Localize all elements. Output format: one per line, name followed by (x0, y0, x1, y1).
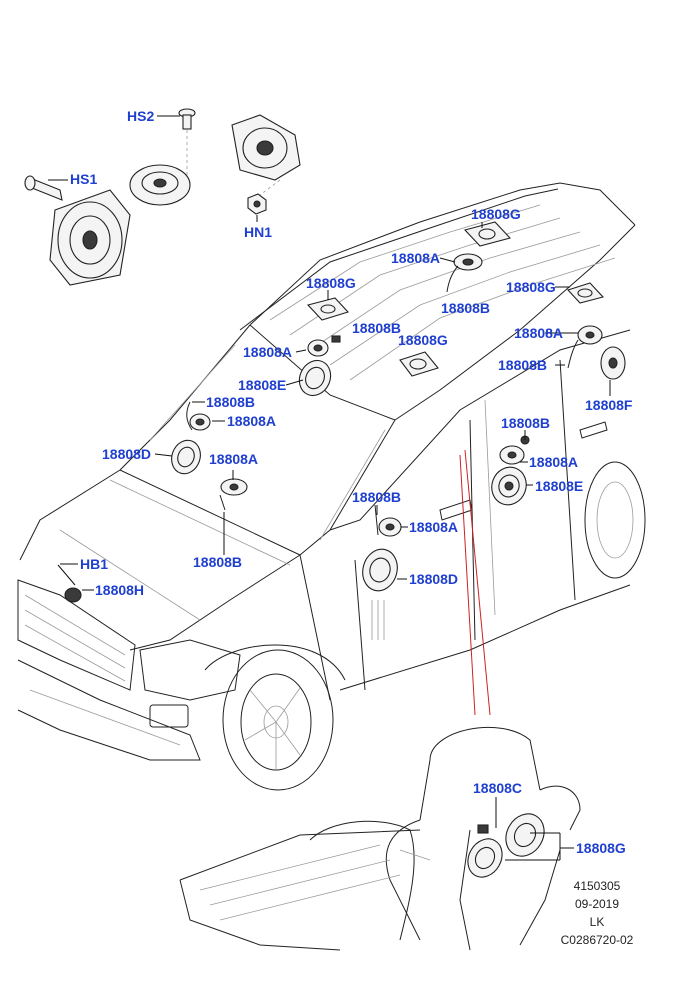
hn1-nut-icon (247, 193, 267, 215)
footer-ref: C0286720-02 (561, 933, 634, 947)
diagram-footer: 4150305 09-2019 LK C0286720-02 (561, 879, 634, 947)
door-tweeter-right-icon (499, 435, 530, 465)
subwoofer-icon (231, 114, 301, 199)
door-speaker-left-icon (171, 439, 201, 475)
callout-18808g-roof-center: 18808G (398, 332, 448, 348)
front-door-speaker-icon (362, 548, 398, 592)
callout-18808c-seat: 18808C (473, 780, 522, 796)
callout-18808a-front-door: 18808A (409, 519, 458, 535)
callout-18808a-dash: 18808A (209, 451, 258, 467)
callout-18808a-left-pillar: 18808A (243, 344, 292, 360)
callout-hs1: HS1 (70, 171, 97, 187)
hs2-screw-icon (178, 108, 196, 175)
leader-lines (48, 115, 611, 861)
callout-18808b-roof-mid: 18808B (352, 320, 401, 336)
front-door-tweeter-icon (374, 504, 402, 537)
roof-tweeter-left-icon (306, 297, 349, 321)
callout-18808g-seat: 18808G (576, 840, 626, 856)
footer-date: 09-2019 (575, 897, 619, 911)
pillar-midrange-right-icon (567, 325, 603, 369)
horn-icon (57, 564, 82, 603)
parts (24, 108, 626, 878)
footer-number: 4150305 (574, 879, 621, 893)
callout-18808d-left-door: 18808D (102, 446, 151, 462)
roof-tweeter-center-icon (399, 351, 439, 377)
callout-18808h-horn: 18808H (95, 582, 144, 598)
callout-18808g-roof-left: 18808G (306, 275, 356, 291)
callout-18808a-left-door: 18808A (227, 413, 276, 429)
callout-18808d-front-door: 18808D (409, 571, 458, 587)
roof-midrange-rear-icon (446, 253, 483, 293)
pillar-midrange-left-icon (307, 335, 341, 357)
callout-18808e-right-door: 18808E (535, 478, 583, 494)
seat-inset (179, 726, 581, 951)
callout-18808b-left-door: 18808B (206, 394, 255, 410)
callout-18808g-roof-right: 18808G (506, 279, 556, 295)
callout-18808b-right-pillar: 18808B (498, 357, 547, 373)
callout-18808b-roof-rear: 18808B (441, 300, 490, 316)
callout-18808g-roof-rear: 18808G (471, 206, 521, 222)
rear-speaker-right-icon (600, 346, 626, 380)
footer-code: LK (590, 915, 605, 929)
callout-18808a-right-door: 18808A (529, 454, 578, 470)
callout-18808f-right: 18808F (585, 397, 633, 413)
roof-tweeter-rear-icon (463, 221, 512, 247)
dash-tweeter-icon (219, 478, 248, 511)
callout-18808a-right-pillar: 18808A (514, 325, 563, 341)
round-speaker-icon (129, 164, 191, 206)
seat-speakers-icon (467, 813, 545, 878)
callout-18808a-roof-rear: 18808A (391, 250, 440, 266)
bass-speaker-icon (49, 189, 131, 286)
callout-18808b-right-door: 18808B (501, 415, 550, 431)
hs1-bolt-icon (24, 175, 63, 201)
callout-18808b-dash: 18808B (193, 554, 242, 570)
door-tweeter-left-icon (186, 401, 211, 431)
callout-hs2: HS2 (127, 108, 154, 124)
pillar-speaker-left-icon (298, 359, 332, 397)
door-speaker-right-icon (491, 466, 527, 506)
callout-hn1: HN1 (244, 224, 272, 240)
callout-18808b-front-door: 18808B (352, 489, 401, 505)
roof-tweeter-right-icon (567, 282, 605, 304)
callout-labels: HS2 HS1 HN1 18808G 18808A 18808B 18808G … (70, 108, 633, 856)
callout-18808e-left: 18808E (238, 377, 286, 393)
callout-hb1: HB1 (80, 556, 108, 572)
